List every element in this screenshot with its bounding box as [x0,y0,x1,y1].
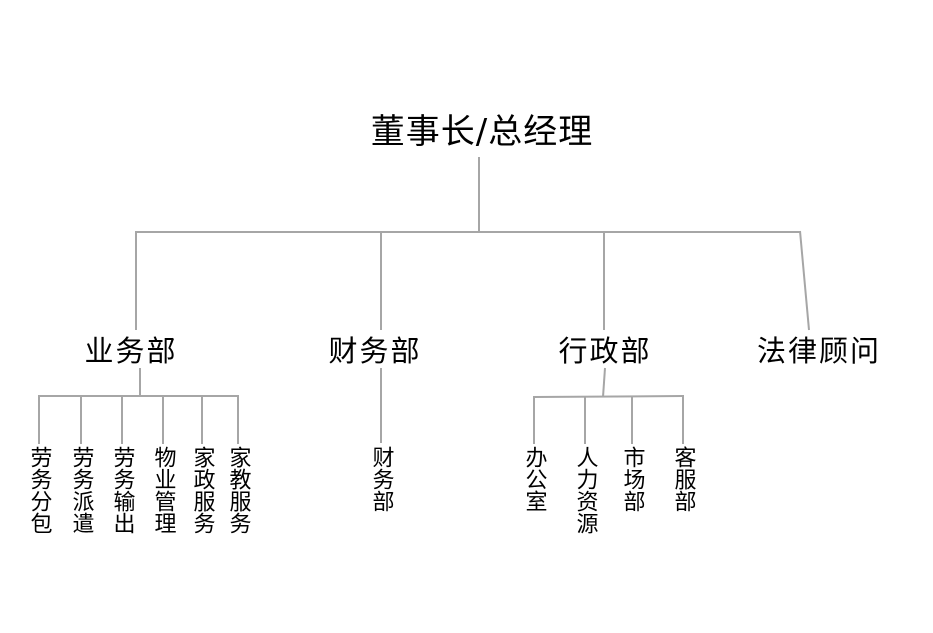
org-node-admin-dept: 行政部 [558,334,652,368]
connector-admin-drop [602,367,606,398]
connector-admin-horizontal [533,395,684,398]
org-node-tutoring-service: 家教服务 [225,446,251,534]
org-node-business-dept: 业务部 [84,334,178,368]
org-node-labor-dispatch: 劳务派遣 [68,446,94,534]
org-node-root: 董事长/总经理 [370,112,594,152]
connector-drop-legal [799,230,810,331]
org-node-finance-dept: 财务部 [328,334,422,368]
org-node-property-management: 物业管理 [150,446,176,534]
org-node-finance-sub: 财务部 [368,446,394,512]
org-node-labor-export: 劳务输出 [109,446,135,534]
org-node-human-resources: 人力资源 [572,446,598,534]
org-node-marketing-dept: 市场部 [619,446,645,512]
org-node-office: 办公室 [521,446,547,512]
org-node-customer-service-dept: 客服部 [670,446,696,512]
org-node-housekeeping-service: 家政服务 [189,446,215,534]
org-node-legal-advisor: 法律顾问 [756,334,882,368]
connector-line-group [38,157,810,444]
org-node-labor-subcontracting: 劳务分包 [26,446,52,534]
